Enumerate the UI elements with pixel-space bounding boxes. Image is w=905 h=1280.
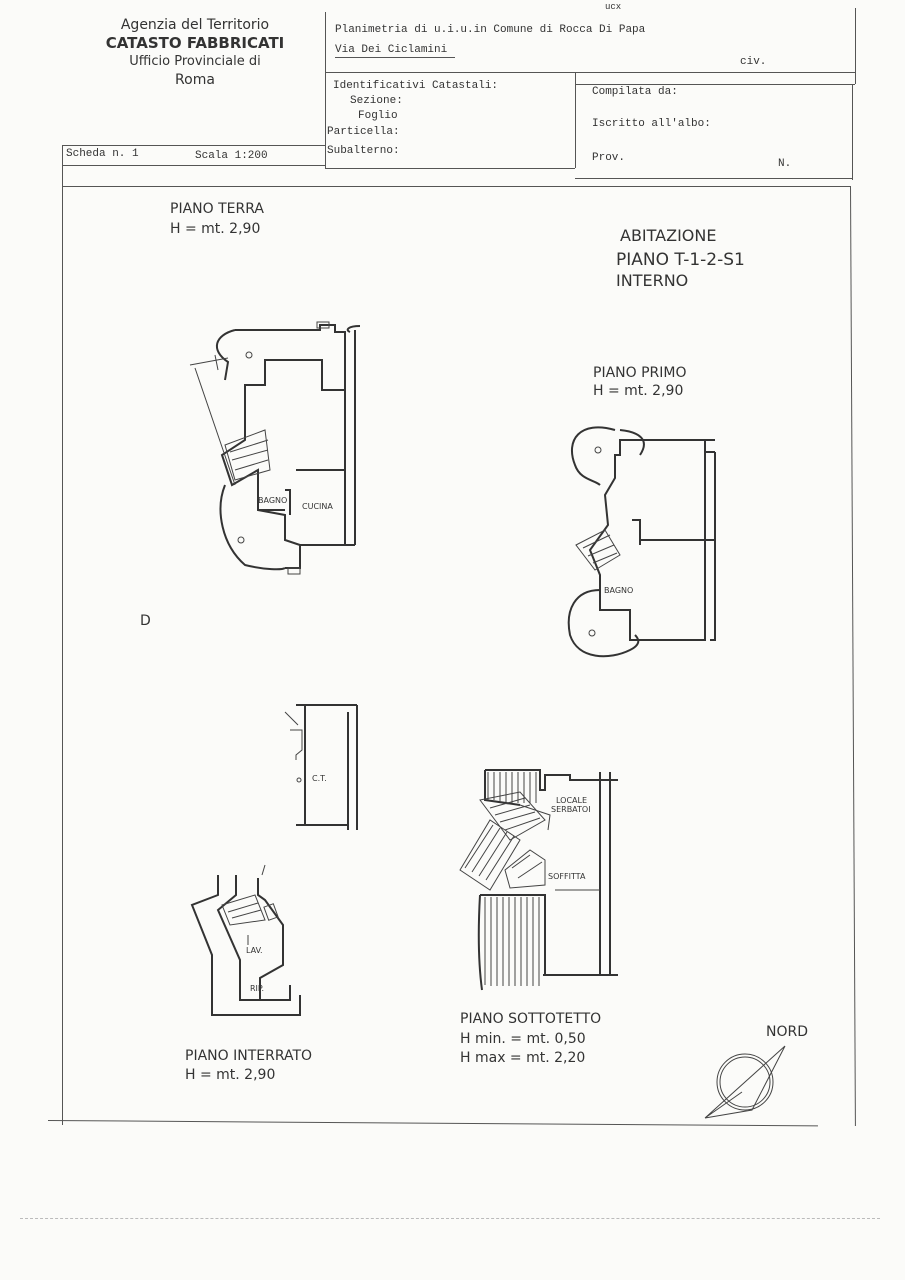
summary-piani: PIANO T-1-2-S1	[616, 250, 745, 270]
planimetry-title: Planimetria di u.i.u.in Comune di Rocca …	[335, 24, 646, 36]
agency-block: Agenzia del Territorio CATASTO FABBRICAT…	[95, 16, 295, 90]
sottotetto-serbatoi-label: SERBATOI	[551, 805, 591, 814]
marker-d: D	[140, 613, 151, 629]
scheda-number: Scheda n. 1	[66, 148, 139, 160]
office-name: Ufficio Provinciale di	[129, 54, 261, 69]
scala-label: Scala 1:200	[195, 150, 268, 162]
piano-sottotetto-title: PIANO SOTTOTETTO	[460, 1011, 602, 1027]
piano-primo-title: PIANO PRIMO	[593, 365, 687, 381]
piano-sottotetto-hmax: H max = mt. 2,20	[460, 1050, 586, 1066]
civic-label: civ.	[740, 56, 767, 68]
sottotetto-soffitta-label: SOFFITTA	[548, 872, 586, 881]
terra-cucina-label: CUCINA	[302, 502, 333, 511]
catasto-title: CATASTO FABBRICATI	[105, 34, 285, 52]
terra-bagno-label: BAGNO	[258, 496, 288, 505]
top-fragment: ucx	[605, 2, 622, 12]
scan-edge-line	[20, 1218, 880, 1219]
summary-interno: INTERNO	[616, 271, 689, 290]
piano-interrato-height: H = mt. 2,90	[185, 1067, 276, 1083]
ct-label: C.T.	[312, 774, 327, 783]
n-label: N.	[778, 158, 792, 170]
sottotetto-locale-label: LOCALE	[556, 796, 588, 805]
prov-label: Prov.	[592, 152, 626, 164]
subalterno-label: Subalterno:	[327, 145, 400, 157]
interrato-rip-label: RIP.	[250, 984, 265, 993]
primo-bagno-label: BAGNO	[604, 586, 634, 595]
interrato-lav-label: LAV.	[246, 946, 263, 955]
iscritto-label: Iscritto all'albo:	[592, 118, 711, 130]
identificativi-label: Identificativi Catastali:	[333, 80, 499, 92]
north-label: NORD	[766, 1024, 808, 1040]
particella-label: Particella:	[327, 126, 400, 138]
foglio-label: Foglio	[358, 110, 398, 122]
piano-interrato-title: PIANO INTERRATO	[185, 1048, 313, 1064]
piano-terra-height: H = mt. 2,90	[170, 221, 261, 237]
compilata-label: Compilata da:	[592, 86, 678, 98]
piano-primo-height: H = mt. 2,90	[593, 383, 684, 399]
piano-terra-title: PIANO TERRA	[170, 201, 264, 217]
agency-name: Agenzia del Territorio	[120, 17, 270, 33]
sezione-label: Sezione:	[350, 95, 403, 107]
street-address: Via Dei Ciclamini	[335, 44, 448, 56]
office-city: Roma	[175, 72, 215, 88]
summary-abitazione: ABITAZIONE	[620, 226, 717, 245]
piano-sottotetto-hmin: H min. = mt. 0,50	[460, 1031, 586, 1047]
